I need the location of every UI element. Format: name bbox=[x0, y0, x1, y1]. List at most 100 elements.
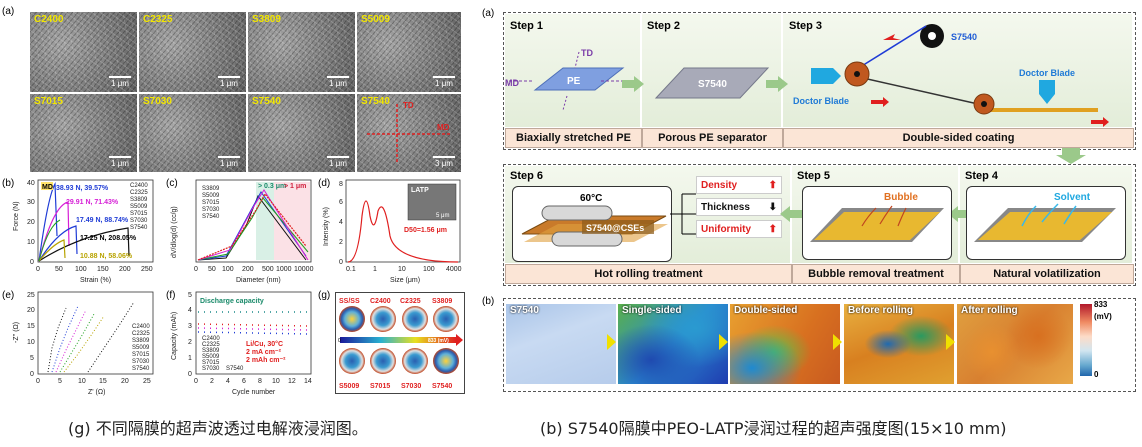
chart-b-ylabel: Force (N) bbox=[13, 201, 20, 231]
legend-item: S3809 bbox=[130, 197, 148, 203]
chart-b-xtick: 100 bbox=[75, 266, 87, 273]
chart-e-ytick: 25 bbox=[27, 292, 35, 299]
td-arrow bbox=[574, 51, 580, 69]
chart-c-xtick: 10000 bbox=[294, 266, 314, 273]
d50-label: D50=1.56 μm bbox=[404, 227, 447, 234]
chart-d-xlabel: Size (μm) bbox=[390, 277, 420, 284]
legend-item: C2325 bbox=[132, 331, 150, 337]
anno-4: 17.25 N, 208.05% bbox=[80, 235, 137, 242]
legend-item: S7015 bbox=[132, 352, 150, 358]
wet-bottom-label: S5009 bbox=[339, 383, 359, 390]
right-panel-a-label: (a) bbox=[482, 8, 495, 19]
md-tag: MD bbox=[42, 184, 53, 191]
wet-disc bbox=[402, 348, 428, 374]
chart-b-ytick: 30 bbox=[27, 199, 35, 206]
chart-b-xtick: 200 bbox=[119, 266, 131, 273]
chart-e-xlabel: Z' (Ω) bbox=[88, 389, 105, 396]
bubble-trails bbox=[861, 205, 907, 227]
solvent-trails bbox=[1021, 203, 1077, 227]
pe-label: PE bbox=[567, 76, 581, 87]
curve-s7540 bbox=[38, 239, 66, 262]
web-line bbox=[856, 25, 927, 70]
sem-tile-s7540-zoom: S7540 3 μm TD MD bbox=[357, 94, 461, 172]
heatmap-label: S7540 bbox=[510, 305, 539, 316]
banner-step6: Hot rolling treatment bbox=[505, 264, 792, 284]
chart-c-xtick: 100 bbox=[222, 266, 234, 273]
anno-1: 38.93 N, 39.57% bbox=[56, 185, 109, 192]
thickness-box: Thickness⬇ bbox=[696, 198, 782, 216]
series-line bbox=[197, 327, 310, 331]
md-tag-bg bbox=[41, 182, 53, 190]
legend-item: S7540 bbox=[226, 366, 244, 372]
cond-3: 2 mAh cm⁻² bbox=[246, 357, 286, 364]
wet-bottom-label: S7015 bbox=[370, 383, 390, 390]
sem-label: C2400 bbox=[34, 14, 64, 25]
banner-step1: Biaxially stretched PE bbox=[505, 128, 642, 148]
sem-scale: 1 μm bbox=[327, 76, 349, 88]
chart-d-ytick: 4 bbox=[339, 219, 343, 226]
s7540-film-label: S7540 bbox=[698, 79, 727, 90]
hot-roll-drawing: 60°C S7540@CSEs bbox=[521, 193, 668, 247]
arrow-down-icon bbox=[1056, 148, 1086, 164]
heatmap-label: Single-sided bbox=[622, 305, 682, 316]
process-top-frame bbox=[503, 12, 1136, 150]
pe-film bbox=[533, 67, 625, 91]
chart-b-xlabel: Strain (%) bbox=[80, 277, 111, 284]
arrow-right-icon bbox=[719, 334, 728, 350]
chart-f-ytick: 5 bbox=[188, 292, 192, 299]
uniformity-box: Uniformity⬆ bbox=[696, 220, 782, 238]
sem-label: S3809 bbox=[252, 14, 281, 25]
curve-s7030 bbox=[197, 189, 309, 261]
chart-b-ytick: 20 bbox=[27, 219, 35, 226]
step3-label: Step 3 bbox=[789, 20, 823, 32]
heatmap-label: Double-sided bbox=[734, 305, 798, 316]
legend-item: S7030 bbox=[202, 207, 220, 213]
chart-f: Discharge capacity Capacity (mAh) Cycle … bbox=[171, 291, 312, 396]
bracket-connector bbox=[670, 193, 696, 235]
sem-label: S7015 bbox=[34, 96, 63, 107]
range-a-label: > 0.3 μm bbox=[258, 183, 286, 190]
wet-top-label: SS/SS bbox=[339, 298, 360, 305]
step3-drawing: S7540 Doctor Blade Doctor Blade bbox=[793, 24, 1109, 127]
up-arrow-icon: ⬆ bbox=[768, 179, 777, 191]
chart-d-ytick: 0 bbox=[339, 259, 343, 266]
chart-e-xtick: 15 bbox=[99, 378, 107, 385]
legend-item: S5009 bbox=[202, 354, 220, 360]
chart-f-ytick: 2 bbox=[188, 339, 192, 346]
chart-c-ylabel: dV/dlog(d) (cc/g) bbox=[171, 206, 178, 258]
banner-step2: Porous PE separator bbox=[642, 128, 783, 148]
chart-c-legend: S3809 S5009 S7015 S7030 S7540 bbox=[202, 186, 220, 220]
inset-scale: 5 μm bbox=[436, 213, 449, 219]
step5-label: Step 5 bbox=[797, 170, 831, 182]
chart-b-xtick: 150 bbox=[97, 266, 109, 273]
chart-b-legend: C2400 C2325 S3809 S5009 S7015 S7030 S754… bbox=[130, 183, 148, 231]
chart-e-legend: C2400 C2325 S3809 S5009 S7015 S7030 S754… bbox=[132, 324, 150, 372]
chart-e-ytick: 15 bbox=[27, 323, 35, 330]
density-label: Density bbox=[701, 179, 738, 191]
caption-right: (b) S7540隔膜中PEO-LATP浸润过程的超声强度图(15×10 mm) bbox=[540, 419, 1007, 438]
chart-e-ytick: 0 bbox=[30, 371, 34, 378]
banner-step5: Bubble removal treatment bbox=[792, 264, 960, 284]
anno-3: 17.49 N, 88.74% bbox=[76, 217, 129, 224]
chart-f-ytick: 1 bbox=[188, 355, 192, 362]
chart-d-xtick: 0.1 bbox=[346, 266, 356, 273]
wet-colorbar bbox=[340, 337, 456, 343]
chart-b-ytick: 0 bbox=[30, 259, 34, 266]
sem-scale: 1 μm bbox=[218, 156, 240, 168]
sem-scale: 1 μm bbox=[327, 156, 349, 168]
wet-scale-max: 833 (mV) bbox=[428, 338, 449, 344]
colorbar-unit: (mV) bbox=[1094, 312, 1112, 321]
arrow-left-icon bbox=[780, 206, 802, 222]
wet-disc bbox=[433, 306, 459, 332]
colorbar-min: 0 bbox=[1094, 370, 1099, 379]
down-arrow-icon: ⬇ bbox=[768, 201, 777, 213]
legend-item: S7015 bbox=[202, 360, 220, 366]
step1-drawing: PE MD TD bbox=[505, 48, 625, 111]
panel-g-label: (g) bbox=[318, 290, 331, 301]
doctor-blade-left-label: Doctor Blade bbox=[793, 96, 849, 106]
chart-f-xtick: 8 bbox=[258, 378, 262, 385]
electrolyte-layer bbox=[814, 212, 940, 240]
chart-f-ytick: 0 bbox=[188, 371, 192, 378]
